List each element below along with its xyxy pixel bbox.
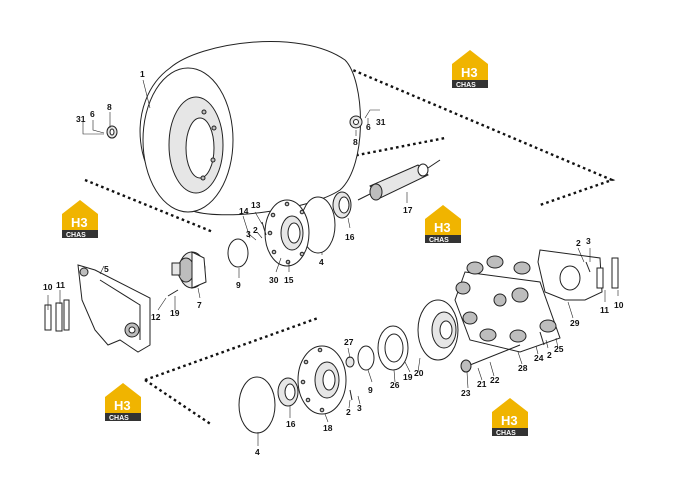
logo-h3chas-center: H3 CHAS [425, 205, 461, 244]
frame-bracket-right [537, 249, 603, 301]
bushing-left [106, 125, 118, 139]
label-24: 24 [534, 353, 544, 363]
label-31: 31 [76, 114, 86, 124]
svg-text:CHAS: CHAS [429, 237, 449, 244]
svg-text:H3: H3 [461, 65, 478, 80]
label-5: 5 [104, 264, 109, 274]
bearing-lower [277, 377, 299, 407]
flange-lower [297, 345, 347, 415]
label-4b: 4 [255, 447, 260, 457]
label-18: 18 [323, 423, 333, 433]
label-26: 26 [390, 380, 400, 390]
label-17: 17 [403, 205, 413, 215]
svg-text:H3: H3 [114, 398, 131, 413]
o-ring-upper [227, 238, 249, 268]
label-2d: 2 [346, 407, 351, 417]
vibration-shaft [357, 159, 441, 201]
assembly-dashed-line-bottom [144, 316, 319, 426]
part-labels: 1 6 8 31 31 6 8 17 14 13 3 2 16 30 15 4 … [43, 69, 624, 457]
label-4: 4 [319, 257, 324, 267]
label-1: 1 [140, 69, 145, 79]
assembly-dashed-line-middle [321, 136, 446, 164]
label-11: 11 [56, 280, 65, 290]
logo-h3chas-bottom-left: H3 CHAS [105, 383, 141, 422]
svg-text:H3: H3 [501, 413, 518, 428]
label-2b: 2 [576, 238, 581, 248]
label-3c: 3 [357, 403, 362, 413]
buffer-disk [454, 255, 561, 353]
label-23: 23 [461, 388, 471, 398]
label-6b: 6 [366, 122, 371, 132]
flange-upper [264, 199, 310, 267]
label-8: 8 [107, 102, 112, 112]
svg-text:CHAS: CHAS [66, 232, 86, 239]
svg-text:CHAS: CHAS [109, 415, 129, 422]
label-13: 13 [251, 200, 261, 210]
svg-text:H3: H3 [434, 220, 451, 235]
hub-lower [417, 299, 459, 361]
label-14: 14 [239, 206, 249, 216]
logo-h3chas-bottom-right: H3 CHAS [492, 398, 528, 437]
frame-bracket-left [77, 264, 151, 353]
assembly-dashed-line-top [84, 66, 616, 234]
label-3b: 3 [586, 236, 591, 246]
label-19: 19 [170, 308, 180, 318]
label-27: 27 [344, 337, 354, 347]
drum-shell [139, 41, 361, 216]
bushing-right [349, 115, 363, 129]
label-29: 29 [570, 318, 580, 328]
svg-text:CHAS: CHAS [456, 82, 476, 89]
label-2: 2 [253, 225, 258, 235]
label-3: 3 [246, 229, 251, 239]
label-19b: 19 [403, 372, 413, 382]
logo-h3chas-left: H3 CHAS [62, 200, 98, 239]
bolt-assembly [460, 344, 521, 373]
plates-left [44, 299, 70, 332]
logo-h3chas-top-right: H3 CHAS [452, 50, 488, 89]
label-28: 28 [518, 363, 528, 373]
washer-small [345, 356, 355, 368]
svg-text:H3: H3 [71, 215, 88, 230]
label-10b: 10 [614, 300, 624, 310]
bearing-upper [332, 191, 352, 219]
label-11b: 11 [600, 305, 609, 315]
drive-motor [171, 251, 207, 289]
label-9b: 9 [368, 385, 373, 395]
label-9: 9 [236, 280, 241, 290]
label-21: 21 [477, 379, 487, 389]
label-2c: 2 [547, 350, 552, 360]
ring-flange-lower [377, 325, 409, 371]
label-8b: 8 [353, 137, 358, 147]
label-6: 6 [90, 109, 95, 119]
label-10: 10 [43, 282, 53, 292]
label-12: 12 [151, 312, 161, 322]
leader-lines [47, 79, 619, 446]
label-7: 7 [197, 300, 202, 310]
label-25: 25 [554, 344, 564, 354]
o-ring-lower [357, 345, 375, 371]
label-20: 20 [414, 368, 424, 378]
label-16b: 16 [286, 419, 296, 429]
label-30: 30 [269, 275, 279, 285]
fasteners [167, 221, 591, 401]
svg-text:CHAS: CHAS [496, 430, 516, 437]
disk-lower [238, 376, 276, 434]
label-31b: 31 [376, 117, 386, 127]
label-22: 22 [490, 375, 500, 385]
label-15: 15 [284, 275, 294, 285]
label-16: 16 [345, 232, 355, 242]
plates-right [596, 257, 619, 289]
